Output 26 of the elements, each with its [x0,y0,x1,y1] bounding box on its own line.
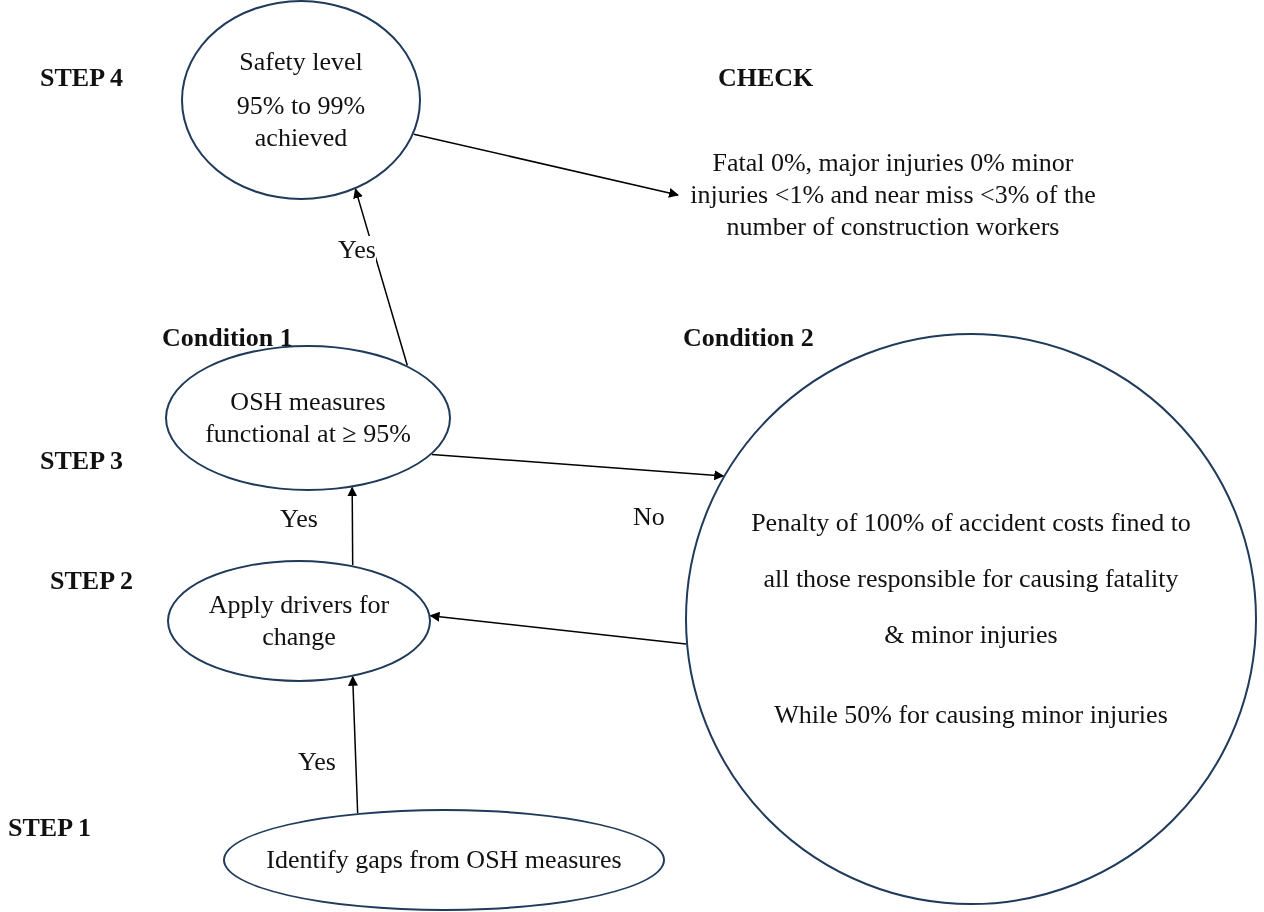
step-label: Condition 2 [683,322,814,354]
step-label: STEP 2 [50,565,134,597]
arrow [348,675,359,814]
arrow [413,133,679,198]
ellipse-node [167,560,431,682]
node-text: OSH measures functional at ≥ 95% [204,386,412,450]
arrow [431,453,725,481]
arrow [353,188,409,367]
step-label: STEP 4 [40,62,124,94]
step-label: STEP 1 [8,812,92,844]
step-label: Condition 1 [162,322,293,354]
arrow [429,611,687,645]
ellipse-node [223,809,665,911]
node-text: Safety level [239,46,363,78]
node-text: Apply drivers for change [207,589,391,653]
arrow [347,486,358,566]
edge-label: Yes [338,236,376,264]
node-text: Fatal 0%, major injuries 0% minor injuries <1% and near miss <3% of the number of construction workers [689,147,1097,243]
step-label: CHECK [718,62,814,94]
ellipse-node [181,0,421,200]
ellipse-node [165,345,451,491]
node-text: 95% to 99% achieved [235,90,367,154]
node-text: While 50% for causing minor injuries [774,699,1168,731]
node-text: Penalty of 100% of accident costs fined to all those responsible for causing fatality & minor injuries [751,507,1191,651]
node-text: Identify gaps from OSH measures [266,844,622,876]
step-label: STEP 3 [40,445,124,477]
